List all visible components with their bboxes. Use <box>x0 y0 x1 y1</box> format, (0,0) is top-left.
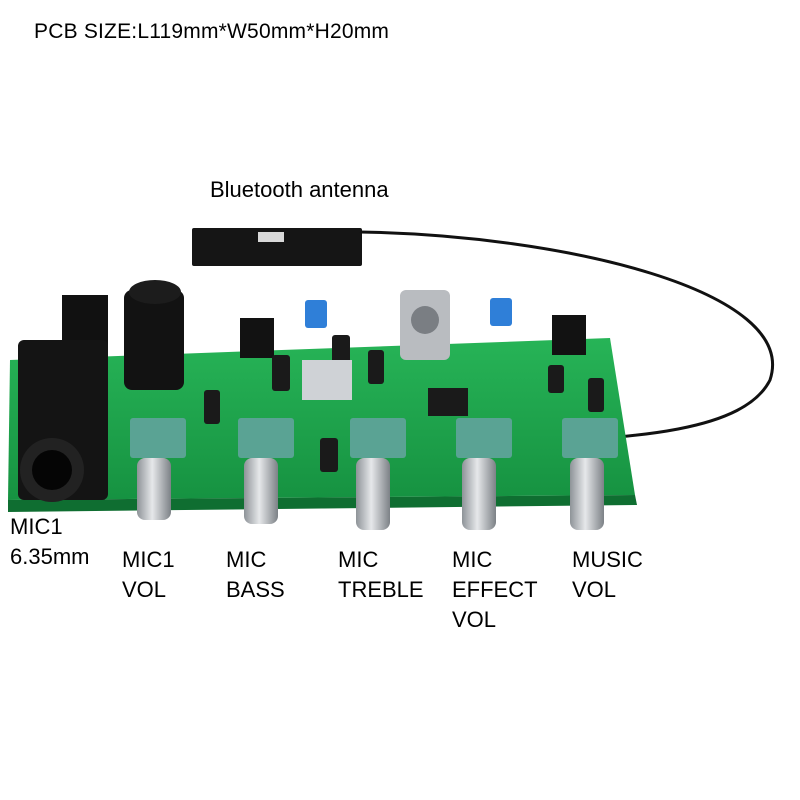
bluetooth-antenna <box>192 228 774 444</box>
pcb-size-heading: PCB SIZE:L119mm*W50mm*H20mm <box>34 20 390 43</box>
mic1-vol-label: MIC1 VOL <box>122 547 175 602</box>
potentiometers <box>130 418 618 530</box>
xlr-connector <box>400 290 450 360</box>
capacitors <box>204 335 604 472</box>
music-vol-label: MUSIC VOL <box>572 547 643 602</box>
heatsink <box>302 360 352 400</box>
mic1-jack-label: MIC1 6.35mm <box>10 514 90 569</box>
mic1-jack <box>18 295 108 502</box>
jack-small-1 <box>240 318 274 358</box>
mic-effect-vol-label: MIC EFFECT VOL <box>452 547 538 632</box>
mic2-jack <box>124 280 184 390</box>
jack-small-2 <box>552 315 586 355</box>
bluetooth-antenna-label: Bluetooth antenna <box>210 177 389 202</box>
mic-bass-label: MIC BASS <box>226 547 285 602</box>
dsp-chip <box>428 388 468 416</box>
mic-treble-label: MIC TREBLE <box>338 547 424 602</box>
trim-pots <box>305 298 512 328</box>
